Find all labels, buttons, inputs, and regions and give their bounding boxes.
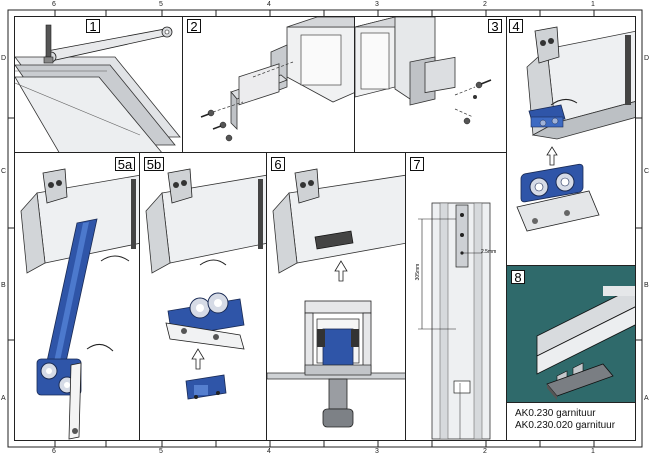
caption-line-2: AK0.230.020 garnituur [515, 420, 616, 431]
grid-row-label: B [644, 282, 649, 289]
step-panel-4: 4 [506, 16, 636, 266]
step-panel-6: 6 [266, 152, 406, 441]
step-panel-2: 2 [182, 16, 355, 153]
step-panel-1: 1 [14, 16, 183, 153]
step-4-illustration [516, 26, 635, 232]
caption-line-1: AK0.230 garnituur [515, 408, 596, 419]
dimension-vertical: 305mm [415, 263, 421, 281]
step-panel-3: 3 [354, 16, 507, 153]
grid-row-label: B [1, 282, 6, 289]
step-3-illustration [355, 17, 492, 125]
step-panel-7: 7 305mm 2.5mm [405, 152, 507, 441]
grid-col-label: 2 [483, 1, 487, 8]
grid-col-label: 4 [267, 1, 271, 8]
step-panel-5a: 5a [14, 152, 140, 441]
step-number-3: 3 [488, 19, 502, 33]
dimension-horizontal: 2.5mm [481, 249, 497, 255]
grid-row-label: A [1, 395, 6, 402]
grid-col-label: 3 [375, 448, 379, 455]
step-panel-5b: 5b [139, 152, 267, 441]
grid-col-label: 5 [159, 1, 163, 8]
grid-col-label: 4 [267, 448, 271, 455]
grid-row-label: C [1, 168, 7, 175]
step-number-5b: 5b [144, 157, 164, 171]
grid-col-label: 3 [375, 1, 379, 8]
step-1-illustration [15, 24, 181, 152]
grid-row-label: D [644, 55, 650, 62]
step-number-6: 6 [271, 157, 285, 171]
step-number-4: 4 [509, 19, 523, 33]
step-panel-8: 8 [506, 265, 636, 403]
caption-box: AK0.230 garnituur AK0.230.020 garnituur [506, 402, 636, 441]
step-8-illustration [507, 266, 635, 402]
step-2-illustration [200, 17, 354, 142]
step-number-1: 1 [86, 19, 100, 33]
step-5b-illustration [145, 168, 266, 400]
grid-col-label: 1 [591, 448, 595, 455]
step-5a-illustration [20, 168, 139, 440]
grid-col-label: 2 [483, 448, 487, 455]
step-number-8: 8 [511, 270, 525, 284]
step-7-illustration [418, 202, 491, 440]
step-number-2: 2 [187, 19, 201, 33]
grid-col-label: 6 [52, 448, 56, 455]
grid-col-label: 1 [591, 1, 595, 8]
grid-row-label: D [1, 55, 7, 62]
grid-row-label: A [644, 395, 649, 402]
step-number-5a: 5a [115, 157, 135, 171]
step-6-illustration [267, 168, 405, 428]
grid-row-label: C [644, 168, 650, 175]
step-number-7: 7 [410, 157, 424, 171]
grid-col-label: 6 [52, 1, 56, 8]
grid-col-label: 5 [159, 448, 163, 455]
